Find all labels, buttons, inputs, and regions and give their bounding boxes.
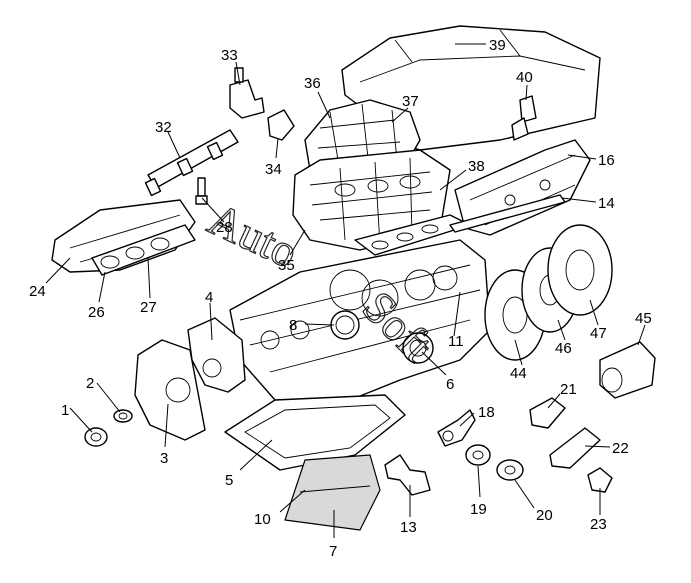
callout-37: 37	[402, 93, 419, 110]
part-fuel-rail	[144, 129, 239, 197]
callout-20: 20	[536, 507, 553, 524]
part-oil-pan-frame	[224, 394, 406, 471]
part-bushing	[113, 409, 133, 423]
part-oil-pickup	[384, 454, 431, 496]
part-bracket	[529, 397, 566, 429]
callout-8: 8	[289, 317, 297, 334]
part-engine-block	[229, 239, 491, 421]
callout-34: 34	[265, 161, 282, 178]
callout-38: 38	[468, 158, 485, 175]
callout-3: 3	[160, 450, 168, 467]
callout-16: 16	[598, 152, 615, 169]
callout-5: 5	[225, 472, 233, 489]
part-injector	[511, 95, 537, 141]
callout-26: 26	[88, 304, 105, 321]
part-oil-pump-housing	[134, 339, 206, 441]
callout-7: 7	[329, 543, 337, 560]
callout-32: 32	[155, 119, 172, 136]
callout-11: 11	[448, 333, 464, 350]
part-sensor	[229, 67, 265, 119]
callout-labels: 1 2 3 4 5 6 7 8 10 11 13 14 16 18 19 20 …	[29, 37, 652, 560]
callout-10: 10	[254, 511, 271, 528]
callout-33: 33	[221, 47, 238, 64]
callout-19: 19	[470, 501, 487, 518]
callout-27: 27	[140, 299, 157, 316]
part-pressure-plate	[547, 224, 613, 316]
callout-44: 44	[510, 365, 527, 382]
part-mount-bushing	[496, 459, 524, 481]
callout-23: 23	[590, 516, 607, 533]
part-spark-plug	[195, 177, 208, 205]
part-clip	[587, 467, 613, 493]
callout-1: 1	[61, 402, 69, 419]
part-idler-pulley	[465, 444, 491, 466]
leader-lines	[45, 43, 646, 538]
callout-21: 21	[560, 381, 577, 398]
part-small-valve	[267, 109, 295, 141]
part-exhaust-gasket	[91, 224, 196, 276]
part-valve-cover	[454, 139, 591, 236]
callout-46: 46	[555, 340, 572, 357]
callout-35: 35	[278, 257, 295, 274]
part-water-pump	[187, 317, 246, 393]
callout-39: 39	[489, 37, 506, 54]
part-oil-pan	[284, 454, 381, 531]
callout-28: 28	[216, 219, 233, 236]
part-tensioner	[437, 409, 476, 447]
part-starter-motor	[599, 341, 656, 399]
part-valve-cover-gasket	[449, 194, 566, 233]
part-oil-seal	[84, 427, 108, 447]
callout-22: 22	[612, 440, 629, 457]
callout-40: 40	[516, 69, 533, 86]
callout-47: 47	[590, 325, 607, 342]
part-engine-mount	[549, 427, 601, 469]
callout-24: 24	[29, 283, 46, 300]
callout-45: 45	[635, 310, 652, 327]
callout-18: 18	[478, 404, 495, 421]
callout-2: 2	[86, 375, 94, 392]
callout-6: 6	[446, 376, 454, 393]
callout-14: 14	[598, 195, 615, 212]
callout-36: 36	[304, 75, 321, 92]
callout-4: 4	[205, 289, 213, 306]
callout-13: 13	[400, 519, 417, 536]
